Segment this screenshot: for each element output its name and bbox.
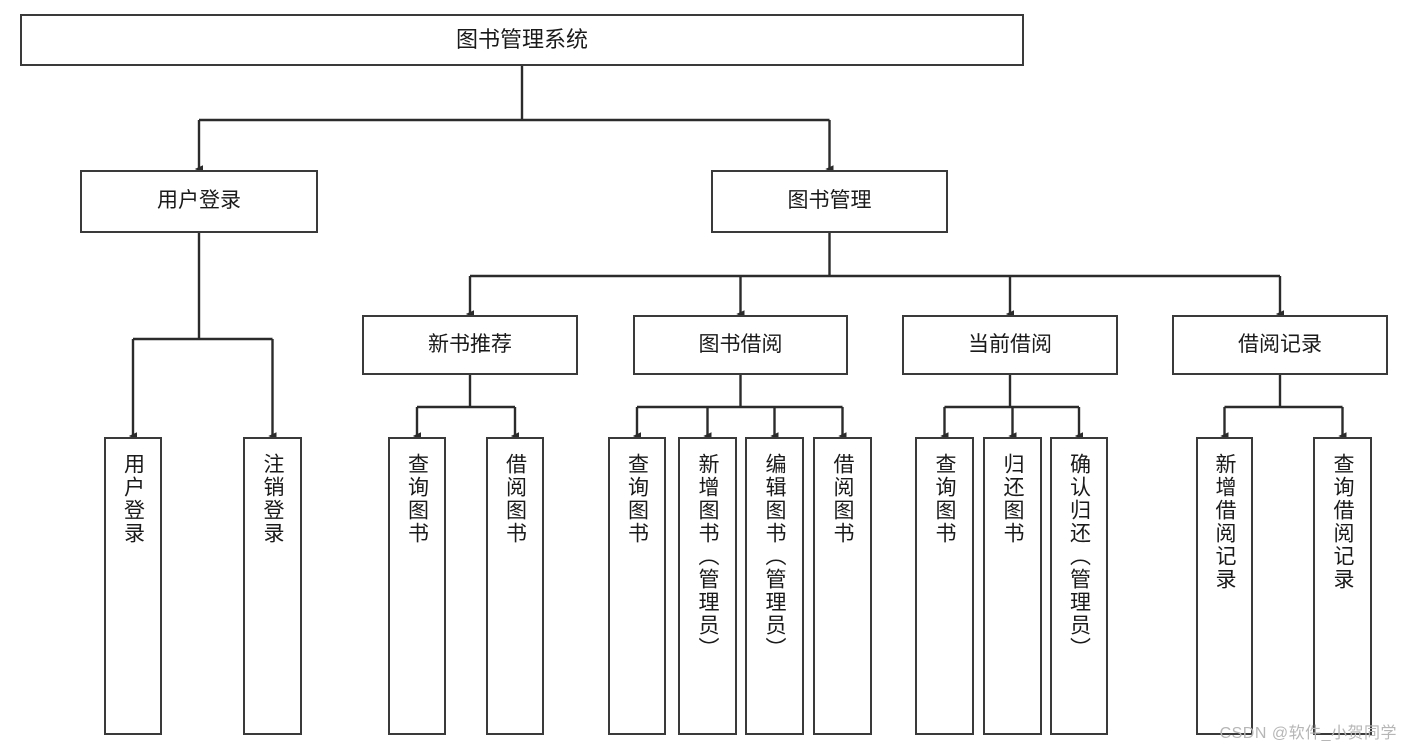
- node-label: 查询图书: [933, 453, 956, 545]
- node-label: 图书管理: [787, 189, 872, 213]
- leaf-node-leaf-query-book-borrow[interactable]: 查询图书: [608, 437, 666, 735]
- root-node-root[interactable]: 图书管理系统: [20, 14, 1024, 66]
- leaf-node-leaf-query-book-cur[interactable]: 查询图书: [915, 437, 974, 735]
- leaf-node-leaf-query-record[interactable]: 查询借阅记录: [1313, 437, 1372, 735]
- node-label: 查询图书: [405, 453, 429, 545]
- leaf-node-leaf-logout[interactable]: 注销登录: [243, 437, 302, 735]
- leaf-node-leaf-add-record[interactable]: 新增借阅记录: [1196, 437, 1253, 735]
- node-label: 新书推荐: [428, 332, 512, 356]
- leaf-node-leaf-edit-book[interactable]: 编辑图书（管理员）: [745, 437, 804, 735]
- node-label: 新增图书（管理员）: [696, 453, 719, 660]
- node-label: 借阅记录: [1238, 332, 1322, 356]
- node-label: 查询图书: [625, 453, 649, 545]
- watermark-label: CSDN @软件_小贺同学: [1219, 725, 1397, 742]
- node-label: 用户登录: [157, 189, 241, 213]
- level3-node-current-borrow[interactable]: 当前借阅: [902, 315, 1118, 375]
- node-label: 借阅图书: [831, 453, 854, 545]
- node-label: 借阅图书: [503, 453, 527, 545]
- level3-node-borrow-record[interactable]: 借阅记录: [1172, 315, 1388, 375]
- node-label: 新增借阅记录: [1213, 453, 1236, 591]
- leaf-node-leaf-borrow-book[interactable]: 借阅图书: [813, 437, 872, 735]
- node-label: 用户登录: [121, 453, 145, 545]
- leaf-node-leaf-query-book-rec[interactable]: 查询图书: [388, 437, 446, 735]
- leaf-node-leaf-return-book[interactable]: 归还图书: [983, 437, 1042, 735]
- level2-node-book-manage[interactable]: 图书管理: [711, 170, 948, 233]
- level3-node-new-book-rec[interactable]: 新书推荐: [362, 315, 578, 375]
- leaf-node-leaf-user-login[interactable]: 用户登录: [104, 437, 162, 735]
- node-label: 图书借阅: [698, 332, 783, 356]
- node-label: 当前借阅: [968, 332, 1052, 356]
- node-label: 图书管理系统: [455, 27, 588, 53]
- node-label: 归还图书: [1001, 453, 1024, 545]
- node-label: 确认归还（管理员）: [1067, 453, 1091, 660]
- level3-node-book-borrow[interactable]: 图书借阅: [633, 315, 848, 375]
- node-label: 注销登录: [261, 453, 284, 545]
- leaf-node-leaf-borrow-book-rec[interactable]: 借阅图书: [486, 437, 544, 735]
- leaf-node-leaf-confirm-return[interactable]: 确认归还（管理员）: [1050, 437, 1108, 735]
- node-label: 编辑图书（管理员）: [763, 453, 786, 660]
- level2-node-user-login[interactable]: 用户登录: [80, 170, 318, 233]
- leaf-node-leaf-add-book[interactable]: 新增图书（管理员）: [678, 437, 737, 735]
- node-label: 查询借阅记录: [1331, 453, 1354, 591]
